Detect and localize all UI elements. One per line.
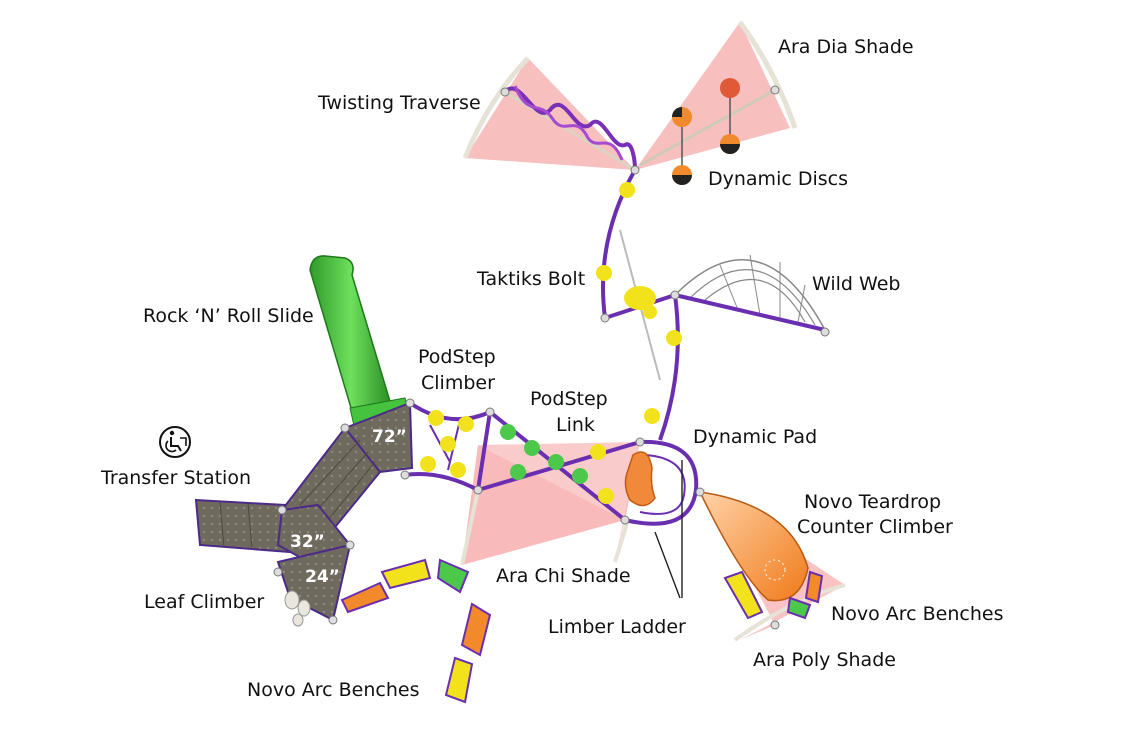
label-ara-chi-shade: Ara Chi Shade	[496, 565, 631, 587]
label-leaf-climber: Leaf Climber	[144, 591, 264, 613]
deck-72-height: 72”	[372, 427, 407, 447]
deck-32-height: 32”	[290, 532, 325, 552]
transfer-station-deck	[194, 498, 292, 554]
ara-dia-shade	[635, 20, 798, 170]
label-twisting-traverse: Twisting Traverse	[317, 92, 481, 114]
label-ara-dia-shade: Ara Dia Shade	[778, 36, 914, 58]
label-podstep-climber-1: PodStep	[418, 346, 496, 368]
label-dynamic-discs: Dynamic Discs	[708, 168, 848, 190]
novo-arc-benches-bottom	[340, 558, 492, 704]
label-taktiks-bolt: Taktiks Bolt	[476, 268, 585, 290]
label-rock-n-roll-slide: Rock ‘N’ Roll Slide	[143, 305, 314, 327]
label-podstep-link-2: Link	[556, 414, 595, 436]
twisting-traverse	[503, 85, 637, 172]
label-novo-arc-benches-right: Novo Arc Benches	[831, 603, 1003, 625]
dynamic-pad	[624, 451, 656, 507]
taktiks-bolt	[596, 169, 682, 441]
label-novo-teardrop-2: Counter Climber	[797, 516, 953, 538]
deck-24-height: 24”	[305, 567, 340, 587]
label-transfer-station: Transfer Station	[100, 467, 251, 489]
novo-teardrop-counter-climber	[698, 491, 809, 602]
rock-n-roll-slide	[309, 255, 411, 431]
label-ara-poly-shade: Ara Poly Shade	[753, 649, 896, 671]
wheelchair-transfer-icon	[159, 426, 191, 458]
label-novo-teardrop-1: Novo Teardrop	[804, 491, 941, 513]
label-limber-ladder: Limber Ladder	[548, 616, 686, 638]
dynamic-discs	[639, 78, 776, 185]
label-podstep-climber-2: Climber	[421, 372, 495, 394]
leaf-climber	[284, 590, 311, 627]
label-podstep-link-1: PodStep	[530, 388, 608, 410]
label-dynamic-pad: Dynamic Pad	[693, 426, 817, 448]
label-novo-arc-benches-bottom: Novo Arc Benches	[247, 679, 419, 701]
leader-lines	[654, 460, 683, 599]
wild-web	[670, 254, 830, 337]
frame-joints	[273, 85, 780, 630]
novo-arc-benches-right	[723, 570, 824, 620]
podstep-link	[477, 410, 641, 522]
label-wild-web: Wild Web	[812, 273, 900, 295]
